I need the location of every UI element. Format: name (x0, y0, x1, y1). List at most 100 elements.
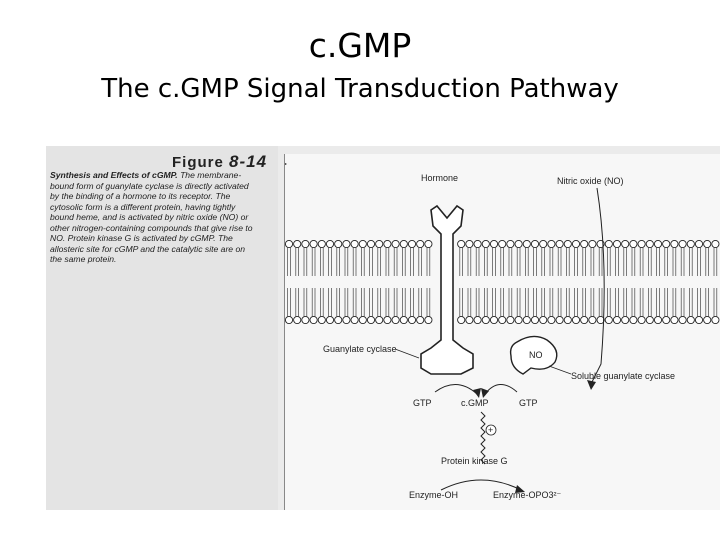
lipid-head (391, 239, 400, 249)
lipid-head (301, 315, 310, 325)
lipid-head (506, 315, 515, 325)
lipid-head (366, 239, 376, 249)
cell-membrane (284, 239, 720, 325)
figure-caption: Synthesis and Effects of cGMP. The membr… (50, 170, 256, 265)
lipid-head (465, 239, 474, 249)
nitric-oxide-label: Nitric oxide (NO) (557, 176, 624, 186)
lipid-head (514, 239, 523, 249)
lipid-head (358, 239, 367, 249)
lipid-head (498, 315, 507, 325)
phosphorylation-arrowhead (515, 485, 525, 493)
lipid-head (563, 239, 572, 249)
plus-circle (485, 424, 497, 436)
figure-label-number: 8-14 (229, 152, 268, 171)
lipid-head (350, 315, 359, 325)
guanylate-cyclase-label: Guanylate cyclase (323, 344, 397, 354)
lipid-head (703, 239, 712, 249)
lipid-head (325, 315, 335, 325)
lipid-head (342, 315, 351, 325)
hormone-label: Hormone (421, 173, 458, 183)
caption-panel: Figure 8-14 Synthesis and Effects of cGM… (46, 146, 278, 510)
lipid-head (555, 239, 564, 249)
lipid-head (645, 239, 654, 249)
lipid-head (506, 239, 515, 249)
lipid-head (604, 239, 613, 249)
lipid-head (457, 315, 466, 325)
no-arrowhead (587, 380, 596, 390)
lipid-head (547, 315, 556, 325)
lipid-head (350, 239, 359, 249)
lipid-head (424, 239, 433, 249)
figure-label: Figure 8-14 (172, 152, 267, 172)
lipid-head (612, 315, 622, 325)
lipid-head (309, 239, 318, 249)
plus-label: + (488, 425, 493, 435)
activation-squiggle (480, 411, 486, 465)
lipid-head (522, 239, 531, 249)
lipid-head (596, 315, 605, 325)
lipid-head (284, 239, 294, 249)
lipid-head (588, 315, 597, 325)
right-synthesis-arrowhead (481, 388, 489, 398)
lipid-head (416, 239, 425, 249)
lipid-head (711, 239, 720, 249)
lipid-head (629, 239, 638, 249)
lipid-head (678, 315, 687, 325)
lipid-head (399, 315, 408, 325)
lipid-head (686, 315, 695, 325)
lipid-head (580, 239, 589, 249)
lipid-head (670, 315, 679, 325)
caption-body: The membrane-bound form of guanylate cyc… (50, 170, 253, 264)
lipid-head (694, 315, 704, 325)
lipid-head (711, 315, 720, 325)
lipid-head (375, 239, 384, 249)
lipid-head (383, 239, 392, 249)
lipid-head (604, 315, 613, 325)
caption-title: Synthesis and Effects of cGMP. (50, 170, 178, 180)
lipid-head (653, 239, 663, 249)
pathway-diagram-panel: Hormone Nitric oxide (NO) Guanylate cycl… (271, 154, 720, 510)
lipid-head (489, 315, 499, 325)
guanylate-cyclase-receptor (420, 204, 474, 375)
lipid-head (629, 315, 638, 325)
enzyme-oh-label: Enzyme-OH (409, 490, 458, 500)
lipid-head (407, 239, 417, 249)
lipid-head (391, 315, 400, 325)
guanylate-cyclase-leader (394, 348, 420, 359)
lipid-head (703, 315, 712, 325)
lipid-head (489, 239, 499, 249)
lipid-head (645, 315, 654, 325)
lipid-head (637, 239, 646, 249)
lipid-head (383, 315, 392, 325)
lipid-head (514, 315, 523, 325)
lipid-head (571, 315, 581, 325)
lipid-head (399, 239, 408, 249)
lipid-head (686, 239, 695, 249)
lipid-head (358, 315, 367, 325)
lipid-head (694, 239, 704, 249)
lipid-head (293, 315, 302, 325)
lipid-head (317, 315, 326, 325)
soluble-guanylate-cyclase-label: Soluble guanylate cyclase (571, 371, 675, 381)
slide-title: c.GMP (308, 26, 412, 65)
lipid-head (588, 239, 597, 249)
cgmp-label: c.GMP (461, 398, 489, 408)
lipid-head (284, 315, 294, 325)
lipid-head (416, 315, 425, 325)
figure-label-prefix: Figure (172, 154, 224, 171)
lipid-head (563, 315, 572, 325)
gtp-right-label: GTP (519, 398, 538, 408)
phosphorylation-arrow (440, 479, 522, 491)
figure-pointer-arrow (271, 156, 287, 172)
lipid-head (621, 239, 630, 249)
lipid-head (334, 239, 343, 249)
lipid-head (473, 315, 482, 325)
lipid-head (662, 315, 671, 325)
lipid-head (678, 239, 687, 249)
lipid-head (309, 315, 318, 325)
lipid-head (407, 315, 417, 325)
lipid-head (334, 315, 343, 325)
lipid-head (637, 315, 646, 325)
lipid-head (301, 239, 310, 249)
lipid-head (522, 315, 531, 325)
